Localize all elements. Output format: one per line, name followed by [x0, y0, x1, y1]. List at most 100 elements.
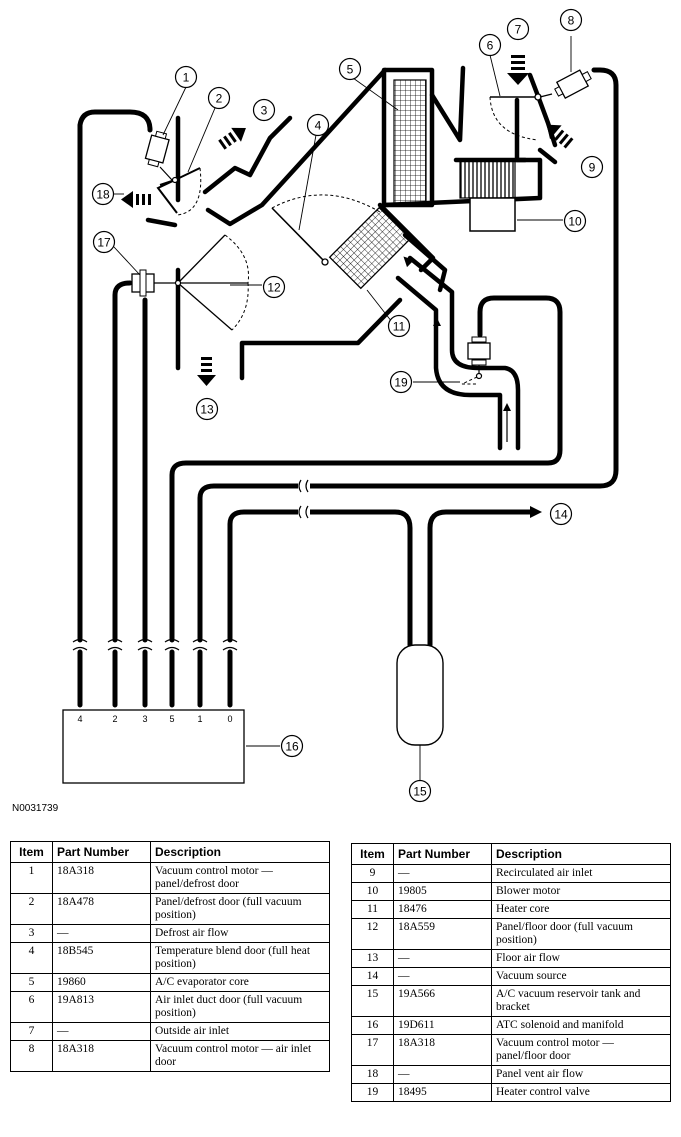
svg-text:19: 19 [394, 376, 408, 390]
part-number-cell: 19805 [393, 882, 492, 901]
part-number-cell: 19A566 [393, 985, 492, 1017]
callout-11: 11 [387, 314, 411, 338]
item-cell: 14 [351, 967, 394, 986]
svg-text:7: 7 [515, 23, 522, 37]
item-cell: 13 [351, 949, 394, 968]
defrost-air-flow-arrow [218, 127, 246, 150]
item-cell: 19 [351, 1083, 394, 1102]
floor-air-flow-arrow [197, 357, 216, 386]
panel-defrost-door [156, 167, 202, 216]
figure-id: N0031739 [12, 803, 59, 814]
item-cell: 1 [10, 862, 53, 894]
part-number-cell: 18A318 [52, 862, 151, 894]
hvac-case [145, 65, 543, 381]
parts-table-right: Item Part Number Description 9—Recircula… [351, 843, 671, 1102]
table-header-row: Item Part Number Description [10, 841, 330, 863]
callout-9: 9 [580, 155, 604, 179]
svg-text:13: 13 [200, 403, 214, 417]
callout-16: 16 [280, 734, 304, 758]
callout-18: 18 [91, 182, 115, 206]
vacuum-motor-air-inlet [554, 69, 592, 100]
part-number-cell: — [393, 1065, 492, 1084]
part-number-cell: — [52, 924, 151, 943]
table-row: 18—Panel vent air flow [351, 1065, 671, 1084]
svg-text:3: 3 [261, 104, 268, 118]
manifold-port-labels: 4 2 3 5 1 0 [77, 714, 232, 724]
item-cell: 16 [351, 1016, 394, 1035]
svg-text:16: 16 [285, 740, 299, 754]
callout-8: 8 [559, 8, 583, 32]
description-cell: Defrost air flow [150, 924, 330, 943]
description-cell: Panel/defrost door (full vacuum position… [150, 893, 330, 925]
header-description: Description [150, 841, 330, 863]
description-cell: Vacuum control motor — air inlet door [150, 1040, 330, 1072]
item-cell: 8 [10, 1040, 53, 1072]
part-number-cell: 19D611 [393, 1016, 492, 1035]
manifold-port-label: 0 [227, 714, 232, 724]
part-number-cell: 18A318 [52, 1040, 151, 1072]
svg-text:11: 11 [393, 320, 406, 334]
evaporator-core [393, 79, 427, 207]
description-cell: Vacuum control motor — panel/defrost doo… [150, 862, 330, 894]
description-cell: Recirculated air inlet [491, 864, 671, 883]
manifold-connectors [72, 638, 238, 708]
item-cell: 4 [10, 942, 53, 974]
description-cell: Temperature blend door (full heat positi… [150, 942, 330, 974]
callout-15: 15 [408, 779, 432, 803]
description-cell: Heater control valve [491, 1083, 671, 1102]
item-cell: 9 [351, 864, 394, 883]
callout-17: 17 [92, 230, 116, 254]
item-cell: 17 [351, 1034, 394, 1066]
svg-text:17: 17 [97, 236, 111, 250]
description-cell: A/C vacuum reservoir tank and bracket [491, 985, 671, 1017]
description-cell: Blower motor [491, 882, 671, 901]
table-row: 9—Recirculated air inlet [351, 864, 671, 883]
svg-text:8: 8 [568, 14, 575, 28]
vacuum-system-diagram: 4 2 3 5 1 0 [62, 8, 619, 803]
manifold-port-label: 4 [77, 714, 82, 724]
item-cell: 2 [10, 893, 53, 925]
table-row: 14—Vacuum source [351, 967, 671, 986]
table-row: 7—Outside air inlet [10, 1022, 330, 1041]
item-cell: 6 [10, 991, 53, 1023]
callout-3: 3 [252, 98, 276, 122]
item-cell: 11 [351, 900, 394, 919]
callout-14: 14 [549, 502, 573, 526]
panel-vent-air-flow-arrow [121, 191, 151, 208]
callout-6: 6 [478, 33, 502, 57]
item-cell: 5 [10, 973, 53, 992]
part-number-cell: 19A813 [52, 991, 151, 1023]
callout-13: 13 [195, 397, 219, 421]
svg-text:6: 6 [487, 39, 494, 53]
svg-text:18: 18 [96, 188, 110, 202]
part-number-cell: — [393, 864, 492, 883]
callout-7: 7 [506, 17, 530, 41]
vacuum-motor-panel-floor [131, 269, 176, 297]
blower-motor [453, 157, 528, 232]
item-cell: 15 [351, 985, 394, 1017]
svg-text:14: 14 [554, 508, 568, 522]
svg-text:1: 1 [183, 71, 190, 85]
part-number-cell: 18A318 [393, 1034, 492, 1066]
vacuum-reservoir-tank [396, 644, 444, 746]
callout-4: 4 [306, 113, 330, 137]
item-cell: 3 [10, 924, 53, 943]
part-number-cell: — [393, 949, 492, 968]
part-number-cell: 18476 [393, 900, 492, 919]
heater-core [328, 206, 412, 290]
callout-12: 12 [262, 275, 286, 299]
header-item: Item [10, 841, 53, 863]
description-cell: A/C evaporator core [150, 973, 330, 992]
outside-air-inlet-arrow [507, 55, 529, 85]
table-header-row: Item Part Number Description [351, 843, 671, 865]
